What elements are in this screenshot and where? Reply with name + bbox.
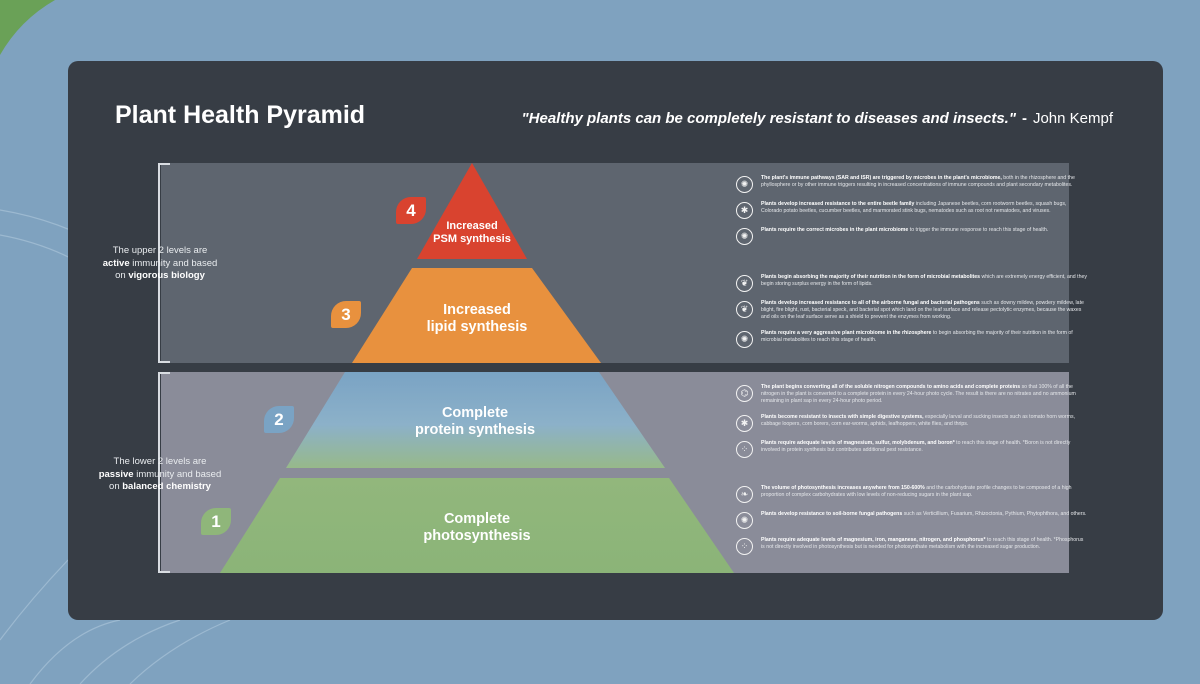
side-note-upper: The upper 2 levels are active immunity a… — [102, 245, 218, 281]
level-3-badge: 3 — [331, 301, 361, 328]
quote-author: John Kempf — [1032, 110, 1113, 127]
level-3-facts: ❦ Plants begin absorbing the majority of… — [736, 274, 1088, 356]
fact-item: ✺ The plant's immune pathways (SAR and I… — [736, 175, 1088, 193]
fact-item: ⌬ The plant begins converting all of the… — [736, 384, 1088, 406]
fact-text: The plant's immune pathways (SAR and ISR… — [761, 175, 1075, 189]
level-1-facts: ❧ The volume of photosynthesis increases… — [736, 485, 1088, 563]
leaf-icon: ❦ — [736, 275, 753, 292]
side-note-lower: The lower 2 levels are passive immunity … — [98, 456, 222, 492]
quote-separator: - — [1021, 110, 1027, 127]
microbe-icon: ✺ — [736, 228, 753, 245]
fact-text: Plants require adequate levels of magnes… — [761, 439, 1071, 453]
level-4-facts: ✺ The plant's immune pathways (SAR and I… — [736, 175, 1088, 253]
corner-leaf-shape — [0, 0, 55, 55]
fact-text: Plants develop increased resistance to a… — [761, 300, 1084, 321]
fact-text: Plants require the correct microbes in t… — [761, 227, 1049, 233]
level-1-badge: 1 — [201, 508, 231, 535]
upper-bracket — [158, 163, 170, 363]
fact-item: ✺ Plants require the correct microbes in… — [736, 227, 1088, 245]
pyramid — [220, 163, 734, 573]
pyramid-level-1 — [220, 478, 734, 573]
fact-text: Plants require adequate levels of magnes… — [761, 537, 1084, 551]
fact-item: ⁘ Plants require adequate levels of magn… — [736, 440, 1088, 458]
beetle-icon: ✱ — [736, 202, 753, 219]
pyramid-level-2 — [286, 372, 665, 468]
level-2-badge: 2 — [264, 406, 294, 433]
fact-text: The volume of photosynthesis increases a… — [761, 485, 1072, 499]
fact-item: ❧ The volume of photosynthesis increases… — [736, 485, 1088, 503]
lower-bracket — [158, 372, 170, 573]
pyramid-level-3 — [352, 268, 601, 363]
leaf-icon: ❦ — [736, 301, 753, 318]
microbe-icon: ✺ — [736, 330, 753, 348]
microbe-icon: ✺ — [736, 512, 753, 529]
upper-band — [161, 163, 1069, 363]
fact-text: The plant begins converting all of the s… — [761, 384, 1076, 405]
quote-text: "Healthy plants can be completely resist… — [521, 110, 1016, 127]
fact-item: ❦ Plants develop increased resistance to… — [736, 300, 1088, 322]
sprout-icon: ❧ — [736, 486, 753, 503]
fact-text: Plants develop increased resistance to t… — [761, 201, 1067, 215]
fact-text: Plants require a very aggressive plant m… — [761, 329, 1073, 343]
level-4-badge: 4 — [396, 197, 426, 224]
fact-item: ✱ Plants develop increased resistance to… — [736, 201, 1088, 219]
fact-item: ✱ Plants become resistant to insects wit… — [736, 414, 1088, 432]
molecule-icon: ⌬ — [736, 385, 753, 402]
fact-item: ✺ Plants develop resistance to soil-born… — [736, 511, 1088, 529]
fact-text: Plants begin absorbing the majority of t… — [761, 274, 1087, 288]
pyramid-level-4 — [417, 163, 527, 259]
minerals-icon: ⁘ — [736, 538, 753, 555]
fact-item: ⁘ Plants require adequate levels of magn… — [736, 537, 1088, 555]
minerals-icon: ⁘ — [736, 440, 753, 458]
level-2-facts: ⌬ The plant begins converting all of the… — [736, 384, 1088, 466]
fact-item: ✺ Plants require a very aggressive plant… — [736, 330, 1088, 348]
page-title: Plant Health Pyramid — [115, 101, 366, 129]
quote: "Healthy plants can be completely resist… — [522, 110, 1113, 127]
fact-text: Plants develop resistance to soil-borne … — [761, 511, 1087, 517]
microbe-icon: ✺ — [736, 176, 753, 193]
fact-item: ❦ Plants begin absorbing the majority of… — [736, 274, 1088, 292]
pyramid-card: Plant Health Pyramid "Healthy plants can… — [68, 61, 1163, 620]
bug-icon: ✱ — [736, 414, 753, 432]
fact-text: Plants become resistant to insects with … — [761, 413, 1075, 427]
